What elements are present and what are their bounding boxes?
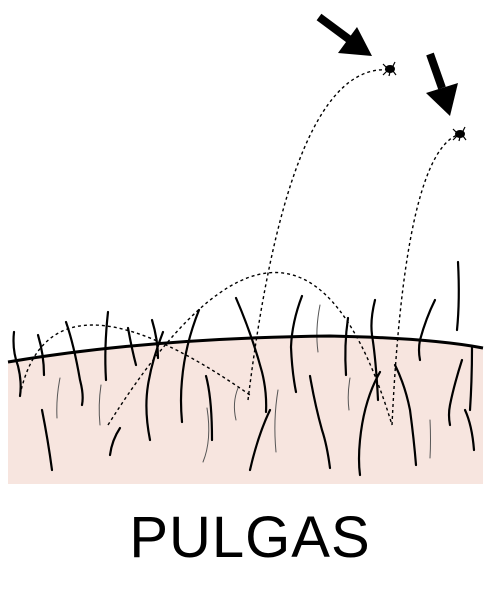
arrow-icon: [316, 13, 372, 56]
skin-surface-line: [7, 334, 484, 364]
flea-icon: [382, 61, 397, 77]
caption-title: PULGAS: [129, 505, 371, 570]
arrow-icon: [426, 52, 458, 116]
thick-hairs: [12, 260, 476, 477]
flea-icon: [452, 126, 467, 142]
thin-hairs: [56, 304, 431, 463]
skin-area: [8, 336, 483, 484]
jump-trajectories: [19, 69, 461, 426]
